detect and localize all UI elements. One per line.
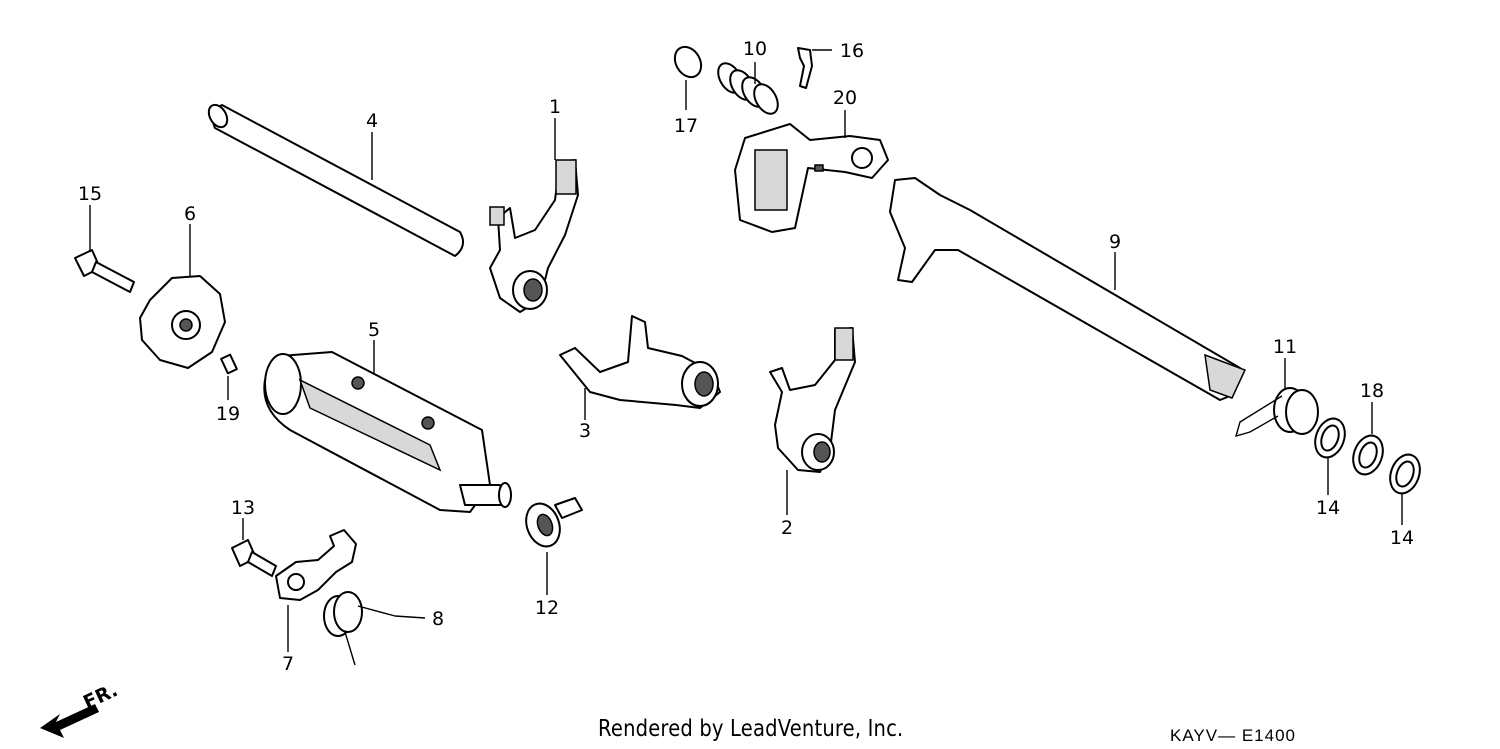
washer-14b — [1389, 453, 1421, 495]
callout-5: 5 — [368, 319, 380, 341]
callout-19: 19 — [216, 403, 240, 425]
front-direction-arrow-icon — [40, 704, 99, 738]
callout-7: 7 — [282, 653, 294, 675]
shift-arm-plate-20 — [734, 123, 889, 233]
callout-11: 11 — [1273, 336, 1297, 358]
shift-fork-3 — [559, 315, 721, 409]
callout-12: 12 — [535, 597, 559, 619]
stopper-spring-8 — [323, 591, 396, 666]
collar-12 — [525, 497, 583, 548]
collar-18 — [1352, 434, 1384, 476]
gearshift-spindle-9 — [889, 177, 1247, 401]
return-spring-11 — [1234, 387, 1319, 438]
callout-16: 16 — [840, 40, 864, 62]
callout-18: 18 — [1360, 380, 1384, 402]
shift-drum-5 — [263, 351, 512, 513]
circlip-17 — [673, 45, 703, 79]
shift-fork-shaft — [207, 103, 465, 257]
pin-16 — [797, 47, 813, 89]
callout-2: 2 — [781, 517, 793, 539]
diagram-code: KAYV— E1400 — [1170, 726, 1296, 745]
callout-9: 9 — [1109, 231, 1121, 253]
callout-17: 17 — [674, 115, 698, 137]
drum-stopper-plate-6 — [139, 275, 226, 369]
callout-3: 3 — [579, 420, 591, 442]
callout-8: 8 — [432, 608, 444, 630]
spring-10 — [717, 62, 779, 115]
shift-fork-2 — [769, 327, 856, 473]
callout-20: 20 — [833, 87, 857, 109]
callout-13: 13 — [231, 497, 255, 519]
callout-1: 1 — [549, 96, 561, 118]
render-credit: Rendered by LeadVenture, Inc. — [598, 716, 904, 742]
callout-15: 15 — [78, 183, 102, 205]
bolt-15 — [74, 249, 135, 293]
stopper-arm-7 — [275, 529, 357, 601]
callout-10: 10 — [743, 38, 767, 60]
washer-14a — [1314, 417, 1346, 459]
bolt-13 — [231, 539, 277, 577]
callout-4: 4 — [366, 110, 378, 132]
dowel-pin-19 — [220, 353, 238, 375]
callout-14b: 14 — [1390, 527, 1414, 549]
callout-6: 6 — [184, 203, 196, 225]
callout-14a: 14 — [1316, 497, 1340, 519]
shift-fork-1 — [489, 159, 579, 313]
